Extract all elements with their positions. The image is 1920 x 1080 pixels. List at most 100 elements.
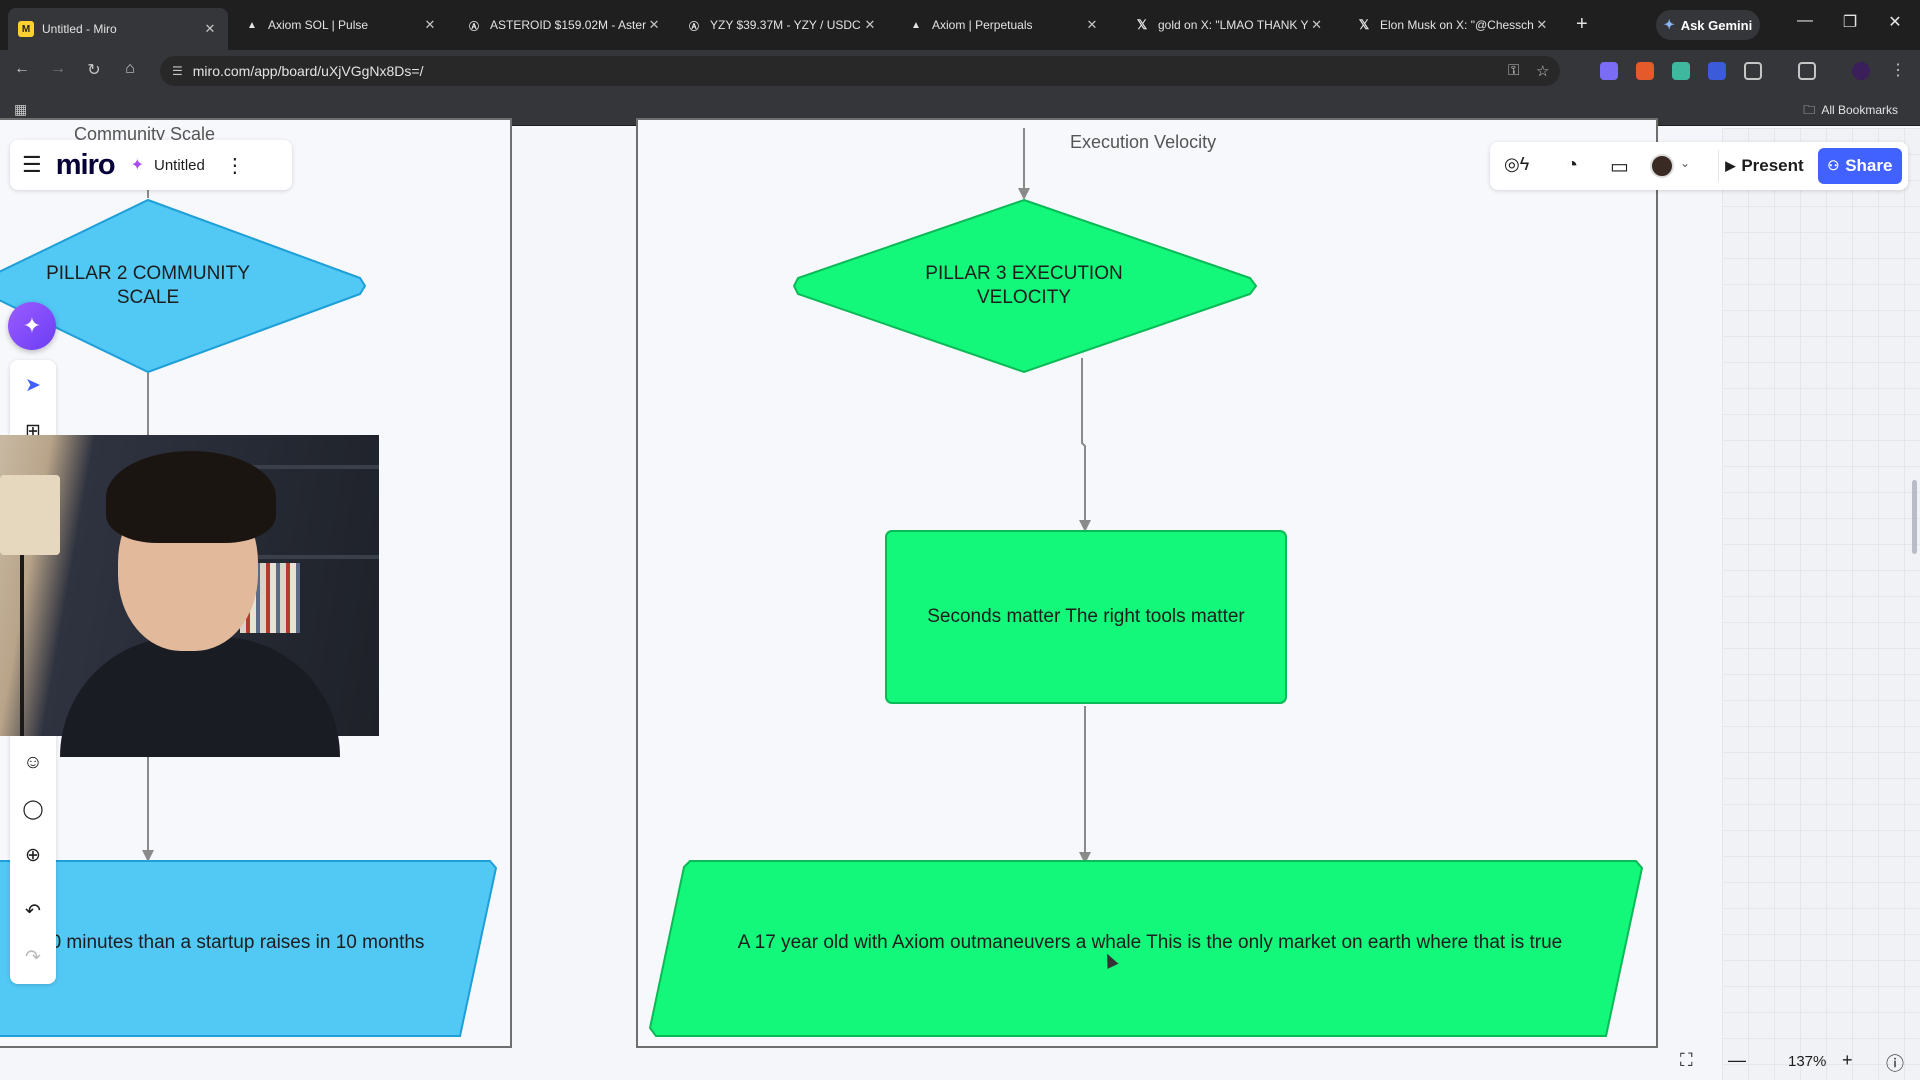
x-icon: 𝕏 [1136,17,1148,32]
tab-asteroid[interactable]: Ⓐ ASTEROID $159.02M - Aster ✕ [456,8,668,42]
sparkle-icon: ✦ [22,313,42,338]
side-panel-icon[interactable] [1798,62,1816,80]
add-more-tools-icon[interactable]: ⊕ [25,845,41,866]
all-bookmarks-button[interactable]: 🗀 All Bookmarks [1803,101,1904,122]
connector-arrow[interactable] [1079,358,1091,532]
miro-canvas[interactable]: Community Scale Execution Velocity PILLA… [0,118,1920,1080]
miro-collab-bar: ◎ϟ ◔ ▭ ⌄ ▶ Present ⚇ Share [1490,142,1908,190]
folder-icon: 🗀 [1803,103,1816,117]
select-tool-cursor-icon[interactable]: ➤ [25,375,41,396]
gemini-icon: ✦ [1663,17,1675,32]
ask-gemini-button[interactable]: ✦ Ask Gemini [1656,10,1760,40]
tab-untitled-miro[interactable]: M Untitled - Miro ✕ [8,8,228,50]
close-icon[interactable]: ✕ [424,17,436,32]
restore-icon[interactable]: ❐ [1842,14,1858,31]
extension-icon[interactable] [1600,62,1618,80]
chrome-menu-icon[interactable]: ⋮ [1890,62,1906,79]
tab-axiom-pulse[interactable]: ▲ Axiom SOL | Pulse ✕ [234,8,448,42]
profile-avatar[interactable] [1852,62,1870,80]
pillar-2-decision-shape[interactable] [0,198,367,374]
avatar[interactable] [1650,154,1674,178]
vertical-scrollbar[interactable] [1912,480,1917,554]
lamp-shade [0,475,60,555]
zoom-level[interactable]: 137% [1788,1053,1827,1070]
shelf [210,555,379,559]
undo-icon[interactable]: ↶ [25,901,41,922]
reactions-icon[interactable]: ◎ϟ [1504,154,1530,174]
axiom-icon: Ⓐ [689,21,699,33]
url-text[interactable]: miro.com/app/board/uXjVGgNx8Ds=/ [192,63,424,79]
extension-icon[interactable] [1672,62,1690,80]
tripod [20,555,24,736]
board-name[interactable]: Untitled [153,156,205,174]
pillar-2-decision-label: PILLAR 2 COMMUNITY SCALE [46,263,250,308]
close-icon[interactable]: ✕ [1311,17,1323,32]
extension-icon[interactable] [1636,62,1654,80]
tab-title: Axiom SOL | Pulse [268,18,369,32]
bookmark-star-icon[interactable]: ☆ [1536,63,1550,80]
pillar-3-decision-shape[interactable] [792,198,1258,374]
share-button[interactable]: ⚇ Share [1818,148,1902,184]
miro-logo[interactable]: miro [55,148,116,181]
pillar-2-data-shape[interactable] [0,860,498,1037]
back-icon[interactable]: ← [14,60,30,77]
tab-axiom-perpetuals[interactable]: ▲ Axiom | Perpetuals ✕ [898,8,1110,42]
fit-to-screen-icon[interactable]: ⛶ [1680,1050,1693,1070]
celebrate-icon[interactable]: ✦ [130,157,144,174]
password-key-icon[interactable]: ⚿ [1508,62,1520,79]
ai-assist-button[interactable]: ✦ [8,302,56,350]
pillar-2-data-label: 10 minutes than a startup raises in 10 m… [40,932,425,954]
present-label: Present [1741,156,1804,175]
apps-grid-icon[interactable]: ▦ [14,101,28,117]
axiom-icon: ▲ [911,19,921,31]
tab-yzy[interactable]: Ⓐ YZY $39.37M - YZY / USDC ✕ [676,8,888,42]
address-bar-row: ← → ↻ ⌂ ☰ miro.com/app/board/uXjVGgNx8Ds… [0,50,1920,92]
pillar-3-process-shape[interactable] [885,530,1287,704]
axiom-icon: ▲ [247,19,257,31]
comment-icon[interactable]: ◯ [22,799,44,820]
sticker-icon[interactable]: ☺ [23,752,43,773]
tab-title: YZY $39.37M - YZY / USDC [710,18,861,32]
flowchart-svg [0,128,1644,1037]
main-menu-icon[interactable]: ☰ [22,152,42,177]
tab-title: gold on X: "LMAO THANK Y [1158,18,1309,32]
tab-title: Axiom | Perpetuals [932,18,1033,32]
zoom-out-icon[interactable]: — [1728,1050,1746,1070]
minimize-icon[interactable]: — [1797,12,1813,29]
close-icon[interactable]: ✕ [1536,17,1548,32]
pillar-3-data-label: A 17 year old with Axiom outmaneuvers a … [737,932,1563,954]
close-icon[interactable]: ✕ [204,21,216,36]
close-window-icon[interactable]: ✕ [1888,14,1902,31]
site-info-icon[interactable]: ☰ [172,64,183,78]
chat-icon[interactable]: ◔ [1566,154,1579,176]
chevron-down-icon[interactable]: ⌄ [1680,156,1691,170]
all-bookmarks-label: All Bookmarks [1821,103,1898,117]
canvas-grid-area [1722,128,1920,1080]
tab-title: Untitled - Miro [42,22,117,36]
zoom-in-icon[interactable]: + [1842,1050,1853,1070]
reload-icon[interactable]: ↻ [87,62,101,79]
redo-icon[interactable]: ↷ [25,947,41,968]
close-icon[interactable]: ✕ [648,17,660,32]
close-icon[interactable]: ✕ [1086,17,1098,32]
pillar-3-decision-label: PILLAR 3 EXECUTION VELOCITY [925,263,1123,308]
ask-gemini-label: Ask Gemini [1680,17,1753,33]
present-button[interactable]: ▶ Present [1718,150,1810,182]
video-call-icon[interactable]: ▭ [1610,156,1629,178]
omnibox[interactable]: ☰ miro.com/app/board/uXjVGgNx8Ds=/ ⚿ ☆ [160,56,1560,86]
close-icon[interactable]: ✕ [864,17,876,32]
browser-tab-bar: M Untitled - Miro ✕ ▲ Axiom SOL | Pulse … [0,0,1920,50]
extension-icon[interactable] [1708,62,1726,80]
help-icon[interactable]: ⓘ [1886,1054,1904,1074]
pillar-3-data-shape[interactable] [648,860,1644,1037]
shelf [210,465,379,469]
home-icon[interactable]: ⌂ [125,60,135,77]
tab-elon-on-x[interactable]: 𝕏 Elon Musk on X: "@Chessch ✕ [1346,8,1558,42]
board-options-icon[interactable]: ⋮ [224,154,245,177]
new-tab-button[interactable]: + [1576,13,1588,35]
miro-board-bar: ☰ miro ✦ Untitled ⋮ [10,140,292,190]
tab-gold-on-x[interactable]: 𝕏 gold on X: "LMAO THANK Y ✕ [1124,8,1334,42]
webcam-overlay [0,435,379,757]
forward-icon[interactable]: → [50,60,66,77]
extensions-puzzle-icon[interactable] [1744,62,1762,80]
